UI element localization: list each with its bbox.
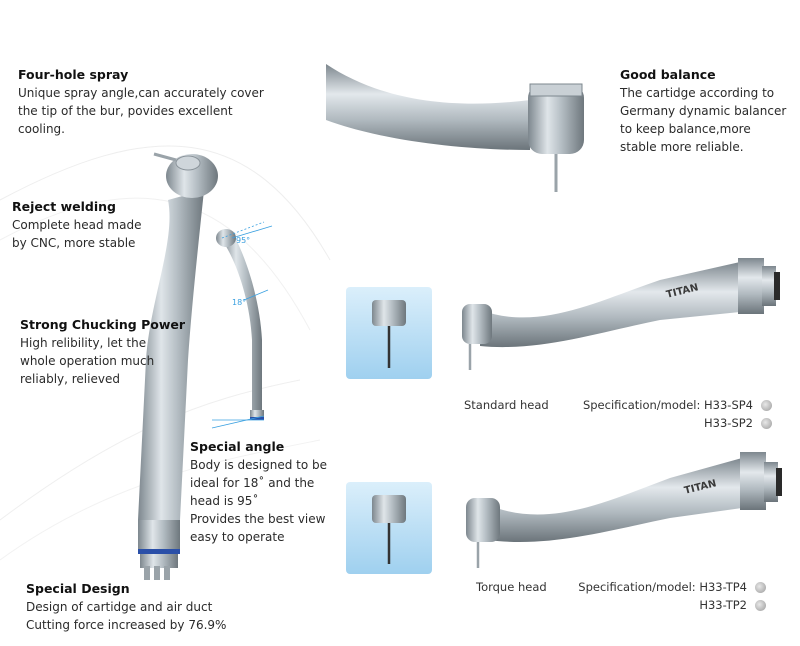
standard-model-2: H33-SP2: [704, 416, 753, 430]
standard-caption: Standard head: [464, 398, 549, 412]
feature-title: Special angle: [190, 439, 285, 454]
feature-title: Good balance: [620, 67, 716, 82]
swatch-dot-icon: [761, 399, 772, 411]
feature-body: Unique spray angle,can accurately cover …: [18, 86, 264, 136]
feature-body: The cartidge according to Germany dynami…: [620, 86, 787, 154]
standard-model-1: H33-SP4: [704, 398, 753, 412]
feature-body: Complete head made by CNC, more stable: [12, 218, 142, 250]
feature-title: Reject welding: [12, 199, 116, 214]
torque-model-2: H33-TP2: [699, 598, 747, 612]
feature-title: Four-hole spray: [18, 67, 129, 82]
feature-title: Strong Chucking Power: [20, 317, 186, 332]
feature-body: Body is designed to be ideal for 18˚ and…: [190, 458, 327, 544]
head-angle-label: 95°: [236, 236, 251, 245]
standard-spec-label: Specification/model:: [582, 398, 701, 412]
swatch-dot-icon: [755, 581, 766, 593]
feature-strong-chucking: Strong Chucking Power High relibility, l…: [20, 316, 190, 388]
feature-reject-welding: Reject welding Complete head made by CNC…: [12, 198, 172, 252]
standard-spec: Specification/model: H33-SP4 H33-SP2: [566, 396, 772, 432]
swatch-dot-icon: [755, 599, 766, 611]
feature-special-angle: Special angle Body is designed to be ide…: [190, 438, 350, 546]
swatch-dot-icon: [761, 417, 772, 429]
feature-body: High relibility, let the whole operation…: [20, 336, 155, 386]
body-angle-label: 18°: [232, 298, 247, 307]
torque-caption: Torque head: [476, 580, 547, 594]
torque-model-1: H33-TP4: [699, 580, 747, 594]
feature-special-design: Special Design Design of cartidge and ai…: [26, 580, 286, 634]
feature-good-balance: Good balance The cartidge according to G…: [620, 66, 800, 156]
torque-spec-label: Specification/model:: [578, 580, 696, 594]
torque-spec: Specification/model: H33-TP4 H33-TP2: [560, 578, 766, 614]
feature-title: Special Design: [26, 581, 130, 596]
feature-four-hole-spray: Four-hole spray Unique spray angle,can a…: [18, 66, 298, 138]
feature-body: Design of cartidge and air duct Cutting …: [26, 600, 227, 632]
